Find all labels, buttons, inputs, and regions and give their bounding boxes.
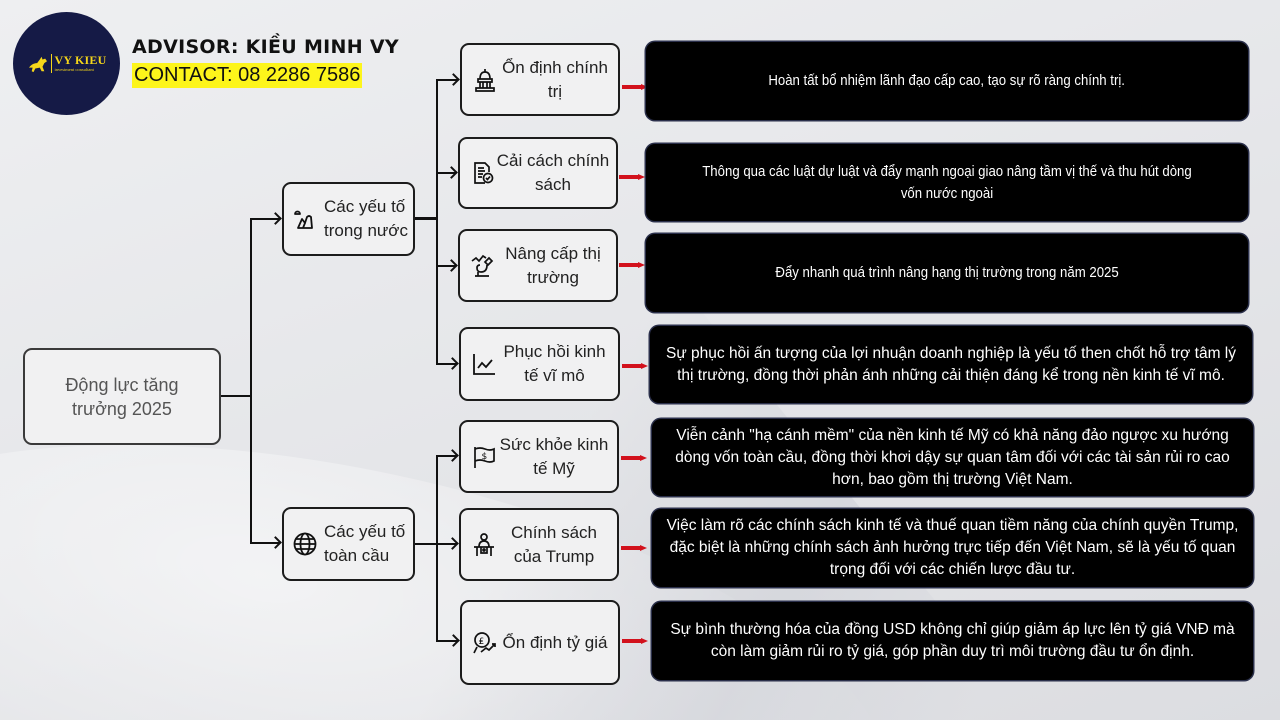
arrow-head: [445, 259, 458, 272]
factor-label: Phục hồi kinh tế vĩ mô: [503, 342, 606, 385]
logo-subtitle: investment consultant: [54, 67, 94, 72]
microscope-trend-icon: [470, 253, 496, 279]
connector: [250, 218, 280, 220]
factor-market-upgrade: Nâng cấp thị trường: [458, 229, 618, 302]
factor-us-economy: $ Sức khỏe kinh tế Mỹ: [459, 420, 619, 493]
connector: [436, 79, 438, 365]
svg-text:₤: ₤: [479, 637, 485, 647]
connector: [436, 79, 458, 81]
line-chart-icon: [471, 351, 497, 377]
connector: [436, 543, 457, 545]
factor-label: Ổn định chính trị: [502, 57, 608, 101]
description-text: Viễn cảnh "hạ cánh mềm" của nền kinh tế …: [675, 426, 1230, 488]
factor-macro-recovery: Phục hồi kinh tế vĩ mô: [459, 327, 620, 401]
connector: [436, 640, 458, 642]
arrow-head: [446, 537, 459, 550]
red-arrow-icon: [621, 455, 647, 461]
description-text: Sự phục hồi ấn tượng của lợi nhuận doanh…: [666, 344, 1236, 384]
mountains-icon: [292, 206, 318, 232]
advisor-name: ADVISOR: KIỀU MINH VY: [132, 36, 399, 58]
description-text: Việc làm rõ các chính sách kinh tế và th…: [666, 517, 1239, 578]
red-arrow-icon: [619, 174, 645, 180]
connector: [250, 218, 252, 544]
description-us-economy: Viễn cảnh "hạ cánh mềm" của nền kinh tế …: [652, 419, 1253, 496]
factor-label: Ổn định tỷ giá: [502, 632, 608, 652]
connector: [436, 265, 456, 267]
currency-search-icon: ₤: [472, 630, 498, 656]
svg-text:$: $: [482, 452, 488, 462]
factor-trump-policy: Chính sách của Trump: [459, 508, 619, 581]
factor-label: Sức khỏe kinh tế Mỹ: [499, 434, 609, 478]
connector: [414, 217, 438, 220]
connector: [436, 455, 457, 457]
connector: [436, 455, 438, 642]
arrow-head: [445, 166, 458, 179]
capitol-building-icon: [472, 67, 498, 93]
arrow-head: [269, 212, 282, 225]
description-text: Đẩy nhanh quá trình nâng hạng thị trường…: [775, 264, 1119, 281]
connector: [436, 363, 457, 365]
arrow-head: [447, 634, 460, 647]
factor-policy-reform: Cải cách chính sách: [458, 137, 618, 209]
description-text: Sự bình thường hóa của đồng USD không ch…: [670, 621, 1235, 660]
category-label: Các yếu tố trong nước: [324, 197, 408, 240]
factor-exchange-rate: ₤ Ổn định tỷ giá: [460, 600, 620, 685]
red-arrow-icon: [622, 363, 648, 369]
connector: [250, 542, 280, 544]
description-text: Thông qua các luật dự luật và đẩy mạnh n…: [702, 162, 1192, 202]
description-exchange-rate: Sự bình thường hóa của đồng USD không ch…: [652, 602, 1253, 680]
category-global: Các yếu tố toàn cầu: [282, 507, 415, 581]
contact-phone: CONTACT: 08 2286 7586: [132, 63, 363, 88]
arrow-head: [447, 73, 460, 86]
factor-label: Cải cách chính sách: [496, 151, 610, 194]
speaker-podium-icon: [471, 532, 497, 558]
arrow-head: [446, 357, 459, 370]
category-domestic: Các yếu tố trong nước: [282, 182, 415, 256]
arrow-head: [446, 449, 459, 462]
arrow-head: [269, 536, 282, 549]
description-political-stability: Hoàn tất bổ nhiệm lãnh đạo cấp cao, tạo …: [646, 42, 1248, 120]
root-node: Động lực tăng trưởng 2025: [23, 348, 221, 445]
globe-icon: [292, 531, 318, 557]
description-policy-reform: Thông qua các luật dự luật và đẩy mạnh n…: [646, 144, 1248, 221]
description-text: Hoàn tất bổ nhiệm lãnh đạo cấp cao, tạo …: [768, 72, 1126, 89]
factor-label: Chính sách của Trump: [511, 522, 597, 566]
connector: [436, 172, 456, 174]
logo: VY KIEU investment consultant: [13, 12, 120, 115]
red-arrow-icon: [621, 545, 647, 551]
dollar-flag-icon: $: [471, 444, 497, 470]
connector: [220, 395, 251, 397]
factor-political-stability: Ổn định chính trị: [460, 43, 620, 116]
bull-icon: [28, 56, 47, 72]
red-arrow-icon: [622, 638, 648, 644]
root-label: Động lực tăng trưởng 2025: [65, 374, 179, 419]
description-trump-policy: Việc làm rõ các chính sách kinh tế và th…: [652, 509, 1253, 587]
factor-label: Nâng cấp thị trường: [505, 243, 601, 287]
document-check-icon: [470, 160, 496, 186]
red-arrow-icon: [622, 84, 648, 90]
description-market-upgrade: Đẩy nhanh quá trình nâng hạng thị trường…: [646, 234, 1248, 312]
description-macro-recovery: Sự phục hồi ấn tượng của lợi nhuận doanh…: [650, 326, 1252, 403]
connector: [414, 543, 438, 545]
red-arrow-icon: [619, 262, 645, 268]
category-label: Các yếu tố toàn cầu: [324, 522, 406, 565]
logo-brand: VY KIEU: [54, 53, 107, 67]
